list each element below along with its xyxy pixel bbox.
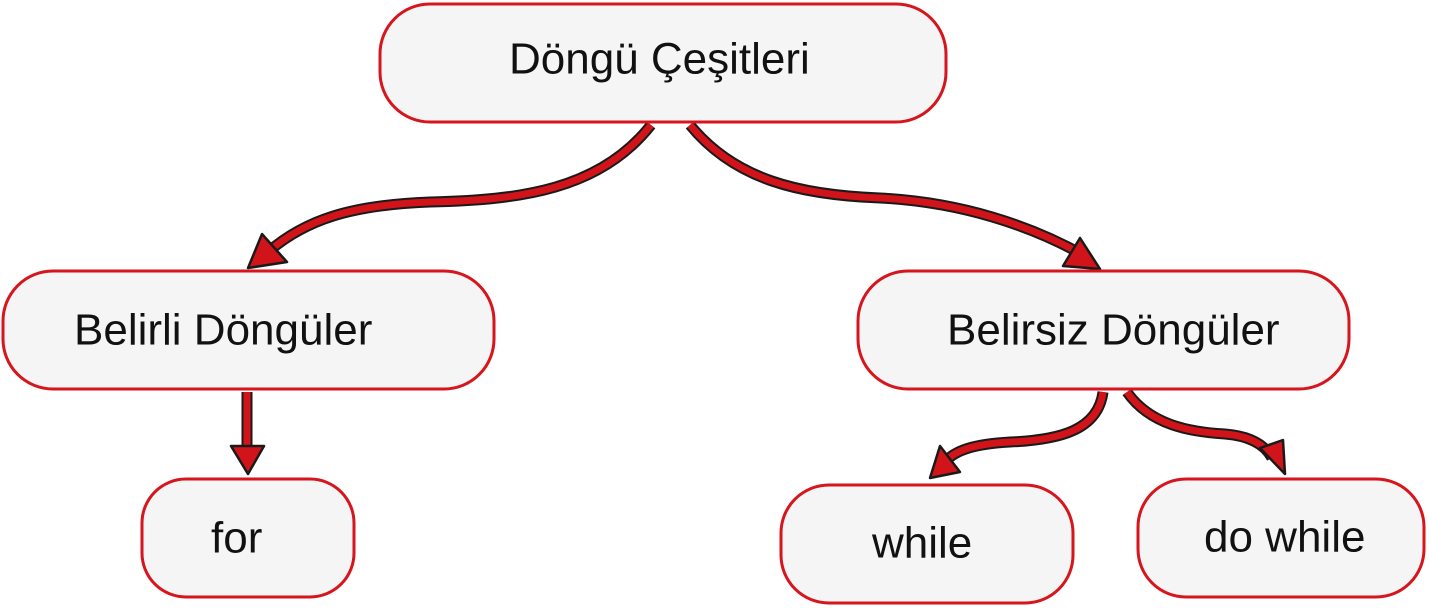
edge-definite-to-for <box>229 392 266 476</box>
node-root-label: Döngü Çeşitleri <box>509 35 810 84</box>
node-do-while-label: do while <box>1204 513 1365 562</box>
edge-indefinite-to-do-while <box>1122 388 1287 476</box>
edge-root-to-indefinite <box>685 121 1102 271</box>
edge-indefinite-to-while <box>928 390 1109 480</box>
node-definite-loops: Belirli Döngüler <box>1 269 496 391</box>
arrowhead-icon <box>1258 438 1287 476</box>
arrowhead-icon <box>229 444 266 476</box>
node-for: for <box>140 477 356 599</box>
node-while: while <box>779 483 1075 605</box>
arrowhead-icon <box>928 444 962 480</box>
arrowhead-icon <box>1061 236 1102 271</box>
node-definite-loops-label: Belirli Döngüler <box>74 306 372 355</box>
node-while-label: while <box>871 519 972 568</box>
arrowhead-icon <box>246 232 289 270</box>
node-root: Döngü Çeşitleri <box>378 2 948 124</box>
edge-root-to-definite <box>246 121 656 270</box>
node-indefinite-loops: Belirsiz Döngüler <box>856 269 1351 391</box>
node-for-label: for <box>211 514 262 563</box>
node-do-while: do while <box>1136 477 1426 599</box>
node-indefinite-loops-label: Belirsiz Döngüler <box>947 306 1280 355</box>
